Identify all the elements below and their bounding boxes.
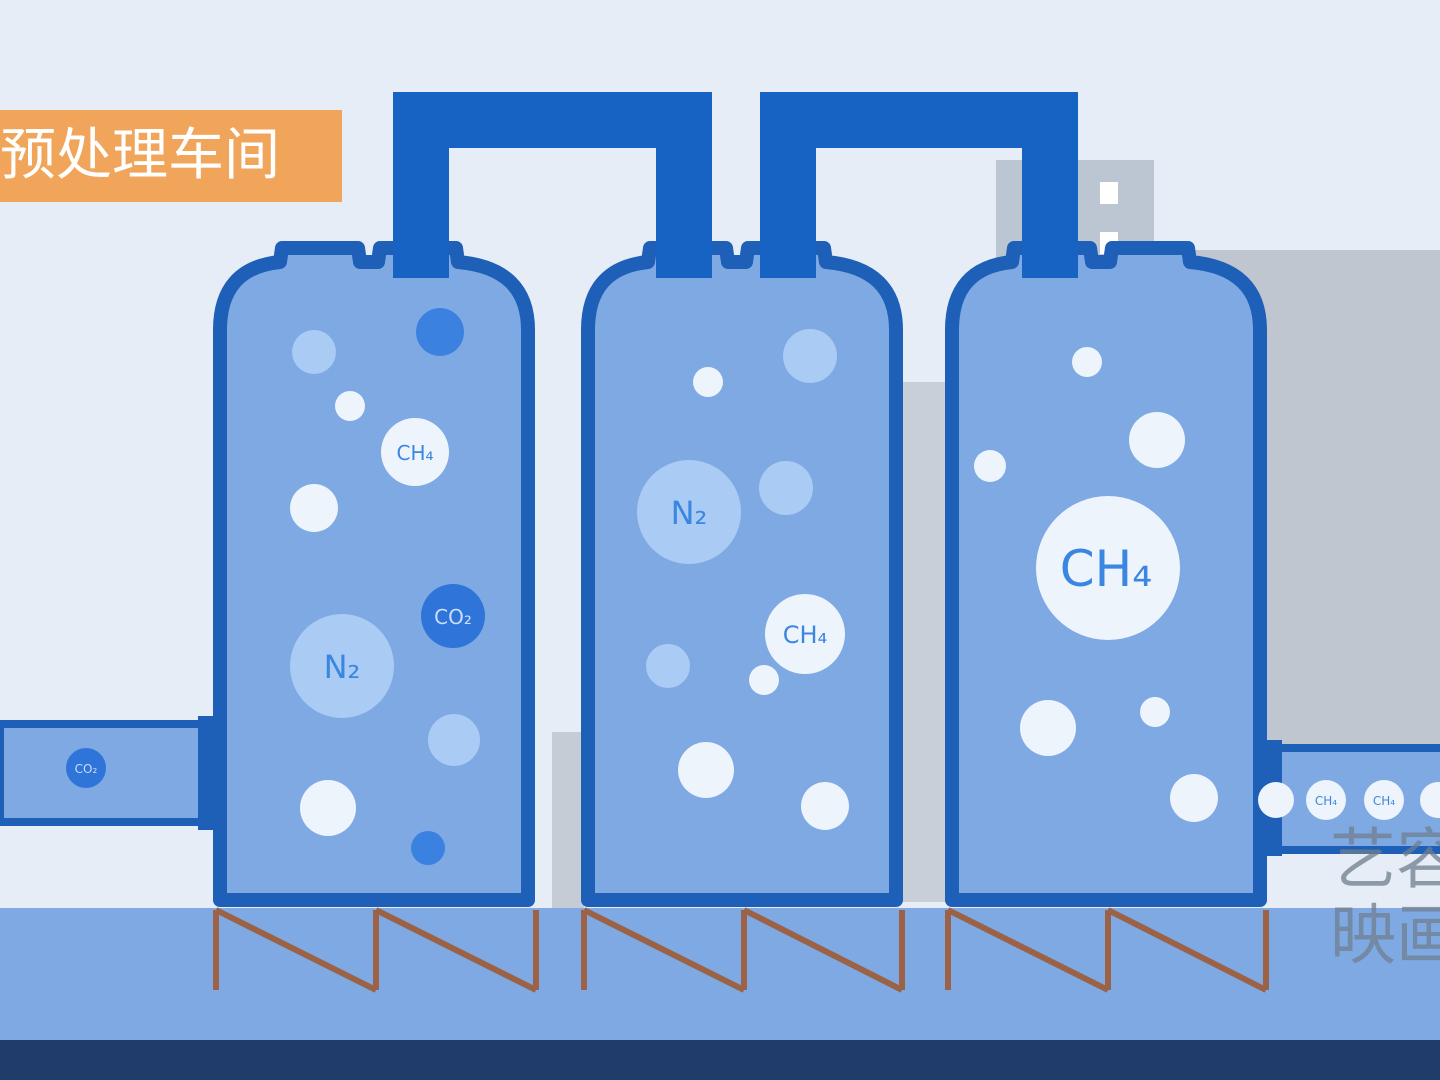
bubble <box>783 329 837 383</box>
bubble <box>428 714 480 766</box>
bubble <box>646 644 690 688</box>
pipe-stub <box>1022 242 1078 278</box>
co2-molecule-inlet: CO₂ <box>66 748 106 788</box>
bubble <box>292 330 336 374</box>
ch4-label: CH₄ <box>1315 794 1337 808</box>
bubble <box>1020 700 1076 756</box>
bubble <box>1129 412 1185 468</box>
watermark: 艺容 映画 <box>1330 822 1440 974</box>
bubble <box>411 831 445 865</box>
inlet-pipe <box>0 720 216 826</box>
bubble <box>290 484 338 532</box>
support-legs <box>213 907 1269 993</box>
ch4-label: CH₄ <box>1060 540 1153 598</box>
ground-base <box>0 1040 1440 1080</box>
bubble <box>1170 774 1218 822</box>
ch4-label: CH₄ <box>783 621 827 649</box>
ch4-molecule: CH₄ <box>765 594 845 674</box>
ch4-label: CH₄ <box>1373 794 1395 808</box>
n2-label: N₂ <box>671 494 708 532</box>
bubble <box>749 665 779 695</box>
building-mid <box>900 382 950 902</box>
connecting-pipe-2 <box>760 92 1078 278</box>
outlet-pipe <box>1264 744 1440 854</box>
n2-molecule: N₂ <box>637 460 741 564</box>
bubble <box>300 780 356 836</box>
bubble <box>693 367 723 397</box>
bubble <box>678 742 734 798</box>
inlet-flange <box>198 716 216 830</box>
bubble <box>974 450 1006 482</box>
ground-platform <box>0 908 1440 1040</box>
ch4-molecule-large: CH₄ <box>1036 496 1180 640</box>
connecting-pipe-1 <box>393 92 712 278</box>
n2-label: N₂ <box>324 648 361 686</box>
watermark-line-1: 艺容 <box>1330 822 1440 898</box>
pipe-stub <box>393 242 449 278</box>
section-title-label: 预处理车间 <box>0 110 342 202</box>
co2-label: CO₂ <box>434 605 472 629</box>
co2-molecule: CO₂ <box>421 584 485 648</box>
bubble <box>416 308 464 356</box>
co2-label: CO₂ <box>75 762 98 776</box>
n2-molecule: N₂ <box>290 614 394 718</box>
watermark-line-2: 映画 <box>1330 897 1440 974</box>
bubble <box>801 782 849 830</box>
ch4-molecule: CH₄ <box>381 418 449 486</box>
pipe-stub <box>760 242 816 278</box>
tank-1 <box>213 241 535 907</box>
bubble <box>759 461 813 515</box>
bubble <box>335 391 365 421</box>
bubble <box>1072 347 1102 377</box>
building-low <box>552 732 584 912</box>
tank-2 <box>581 241 903 907</box>
building-window <box>1100 182 1118 204</box>
bubble <box>1140 697 1170 727</box>
ch4-label: CH₄ <box>396 441 433 465</box>
pipe-stub <box>656 242 712 278</box>
ch4-molecule-outlet: CH₄ CH₄ <box>1258 780 1440 820</box>
